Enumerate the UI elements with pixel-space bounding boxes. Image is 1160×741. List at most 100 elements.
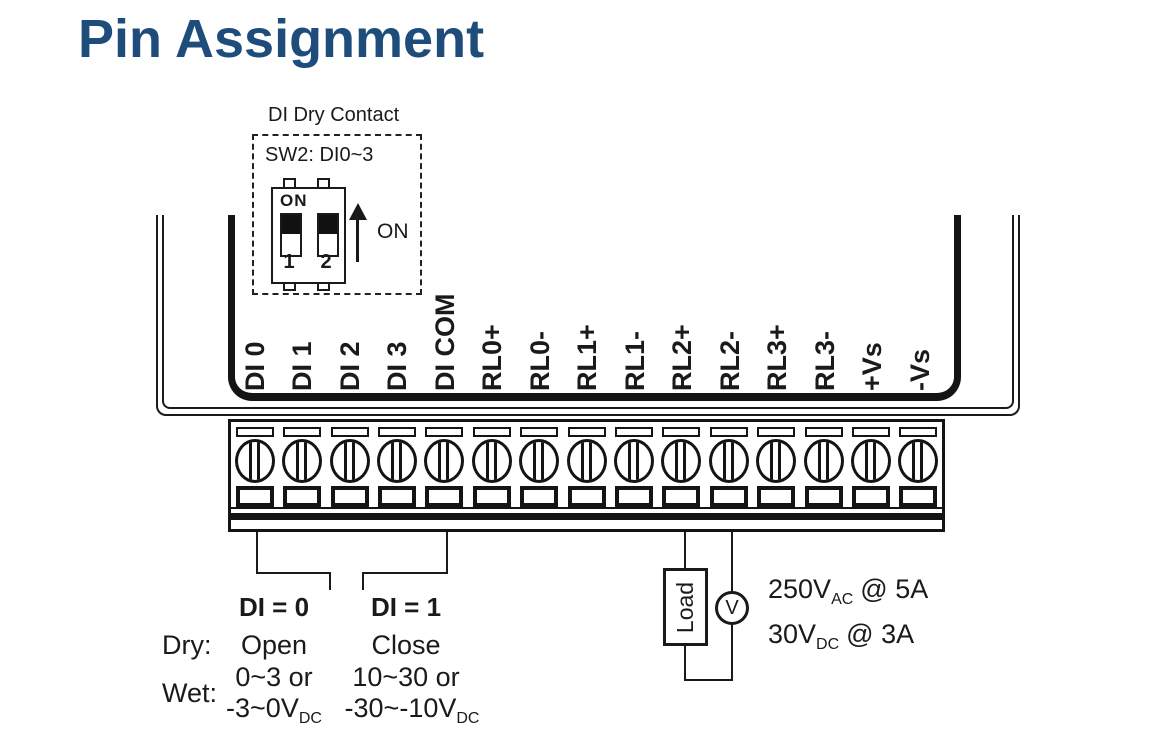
terminal-cell xyxy=(800,422,847,507)
terminal-screw[interactable] xyxy=(376,439,417,483)
pin-label-vsm: -Vs xyxy=(905,348,935,391)
terminal-slot xyxy=(283,427,322,437)
di0-wet-line1: 0~3 or xyxy=(235,662,313,692)
pin-label-rl2m: RL2- xyxy=(715,331,745,391)
pin-label-rl0m: RL0- xyxy=(525,331,555,391)
on-direction-arrowhead xyxy=(349,203,367,220)
bracket-di0-vertical xyxy=(256,532,258,574)
terminal-cell xyxy=(421,422,468,507)
load-label: Load xyxy=(672,581,699,633)
dip-on-marking: ON xyxy=(280,191,308,210)
terminal-screw[interactable] xyxy=(708,439,749,483)
wet-row-label: Wet: xyxy=(162,678,218,708)
terminal-screw[interactable] xyxy=(566,439,607,483)
dip-actuator-2 xyxy=(319,215,337,234)
di0-heading: DI = 0 xyxy=(238,592,310,622)
dip-actuator-1 xyxy=(282,215,300,234)
on-direction-arrow xyxy=(356,218,359,262)
terminal-opening xyxy=(851,486,890,507)
wire-rl2p-to-load xyxy=(684,532,686,568)
terminal-cell xyxy=(658,422,705,507)
terminal-slot xyxy=(614,427,653,437)
terminal-opening xyxy=(377,486,416,507)
terminal-screw[interactable] xyxy=(898,439,939,483)
rating-line-ac: 250VAC@ 5A xyxy=(768,574,929,608)
dip-switch-2[interactable] xyxy=(317,213,339,257)
terminal-cell xyxy=(563,422,610,507)
dry-row-label: Dry: xyxy=(162,630,212,660)
terminal-slot xyxy=(472,427,511,437)
terminal-screw[interactable] xyxy=(234,439,275,483)
terminal-slot xyxy=(899,427,938,437)
terminal-cell xyxy=(847,422,894,507)
terminal-screw[interactable] xyxy=(803,439,844,483)
load-box: Load xyxy=(663,568,708,646)
di1-dry-value: Close xyxy=(371,630,441,660)
terminal-slot xyxy=(567,427,606,437)
pin-label-rl1p: RL1+ xyxy=(572,324,602,391)
terminal-cell xyxy=(610,422,657,507)
wire-load-down xyxy=(684,646,686,681)
di1-heading: DI = 1 xyxy=(370,592,442,622)
pin-label-dicom: DI COM xyxy=(430,293,460,392)
rating-line-dc: 30VDC@ 3A xyxy=(768,619,915,653)
pin-label-rl2p: RL2+ xyxy=(667,324,697,391)
terminal-cell xyxy=(515,422,562,507)
pin-label-rl1m: RL1- xyxy=(620,331,650,391)
terminal-slot xyxy=(662,427,701,437)
terminal-screw[interactable] xyxy=(471,439,512,483)
bracket-di0-tick xyxy=(329,572,331,590)
sw2-label: SW2: DI0~3 xyxy=(265,144,374,166)
page-title: Pin Assignment xyxy=(78,9,485,69)
di1-wet-line2: -30~-10VDC xyxy=(344,693,480,727)
terminal-opening xyxy=(899,486,938,507)
module-faceplate xyxy=(228,215,961,401)
wire-meter-down xyxy=(731,624,733,681)
terminal-opening xyxy=(567,486,606,507)
pin-label-rl3m: RL3- xyxy=(810,331,840,391)
terminal-opening xyxy=(235,486,274,507)
terminal-opening xyxy=(425,486,464,507)
terminal-cell xyxy=(705,422,752,507)
pin-label-di1: DI 1 xyxy=(287,341,317,391)
terminal-screw[interactable] xyxy=(756,439,797,483)
terminal-opening xyxy=(283,486,322,507)
terminal-opening xyxy=(662,486,701,507)
arrow-on-label: ON xyxy=(377,220,409,243)
terminal-screw[interactable] xyxy=(613,439,654,483)
block-separator-line xyxy=(231,507,942,509)
dip-number-1: 1 xyxy=(283,251,295,273)
terminal-screw[interactable] xyxy=(329,439,370,483)
dip-switch-1[interactable] xyxy=(280,213,302,257)
di0-wet-line2: -3~0VDC xyxy=(226,693,322,727)
wire-bottom-link xyxy=(684,679,733,681)
terminal-slot xyxy=(804,427,843,437)
terminal-cell xyxy=(468,422,515,507)
terminal-screw[interactable] xyxy=(424,439,465,483)
pin-label-di3: DI 3 xyxy=(382,341,412,391)
block-dark-band xyxy=(231,513,942,520)
terminal-screw[interactable] xyxy=(282,439,323,483)
terminal-screw[interactable] xyxy=(850,439,891,483)
dip-switch: ON 1 2 xyxy=(271,187,346,284)
terminal-slot xyxy=(425,427,464,437)
module-case-outline xyxy=(156,215,1020,416)
terminal-cell xyxy=(895,422,942,507)
terminal-screw[interactable] xyxy=(519,439,560,483)
terminal-block xyxy=(228,419,945,532)
pin-label-di0: DI 0 xyxy=(240,341,270,391)
relay-ratings: 250VAC@ 5A 30VDC@ 3A xyxy=(768,572,928,662)
terminal-screw[interactable] xyxy=(661,439,702,483)
terminal-cell xyxy=(231,422,278,507)
terminal-slot xyxy=(330,427,369,437)
dip-number-2: 2 xyxy=(320,251,332,273)
terminal-slot xyxy=(235,427,274,437)
terminal-slot xyxy=(757,427,796,437)
terminal-cells xyxy=(231,422,942,507)
bracket-di1-vertical xyxy=(446,532,448,574)
voltmeter-icon: V xyxy=(715,591,749,625)
terminal-slot xyxy=(709,427,748,437)
bracket-di0-horizontal xyxy=(256,572,331,574)
terminal-opening xyxy=(520,486,559,507)
terminal-opening xyxy=(330,486,369,507)
